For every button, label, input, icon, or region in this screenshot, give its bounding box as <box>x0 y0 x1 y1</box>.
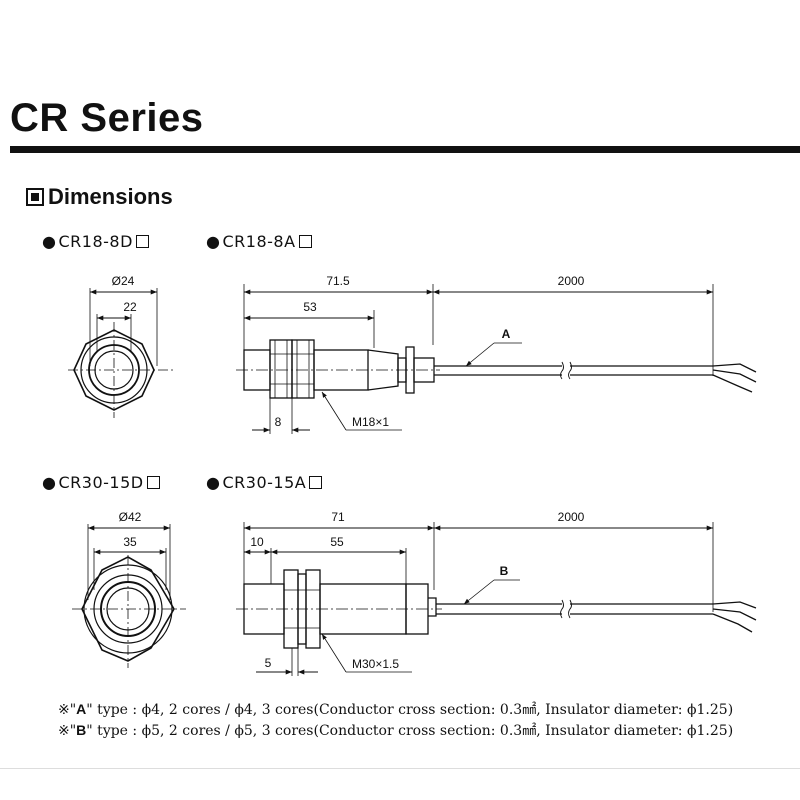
cable-type-label: B <box>76 722 87 738</box>
cr18-front-outer-dim: Ø24 <box>112 274 135 288</box>
blank-box-icon <box>146 476 160 489</box>
cr30-cable-label: B <box>500 564 509 578</box>
cable-type-label: A <box>76 701 87 717</box>
model-label-cr30-15a: ●CR30-15A <box>206 473 323 492</box>
model-name: CR18-8D <box>58 232 133 251</box>
filled-square-icon <box>26 188 44 206</box>
cr30-side-view <box>236 522 757 676</box>
title-rule <box>10 146 800 153</box>
cable-note-b: ※"B" type : ϕ5, 2 cores / ϕ5, 3 cores(Co… <box>58 722 734 739</box>
section-title: Dimensions <box>48 184 173 209</box>
bottom-rule <box>0 768 800 769</box>
cr30-front-inner-dim: 35 <box>123 535 137 549</box>
cr18-side-view <box>236 284 757 434</box>
cr18-cable-length-dim: 2000 <box>558 274 585 288</box>
blank-box-icon <box>309 476 323 489</box>
cr18-total-length-dim: 71.5 <box>326 274 350 288</box>
cable-note-a: ※"A" type : ϕ4, 2 cores / ϕ4, 3 cores(Co… <box>58 701 734 718</box>
cable-note-text: " type : ϕ5, 2 cores / ϕ5, 3 cores(Condu… <box>86 723 734 739</box>
cr18-body-length-dim: 53 <box>303 300 317 314</box>
cr18-nut-width-dim: 8 <box>275 415 282 429</box>
cr18-front-view <box>68 288 176 418</box>
cr30-thread-label: M30×1.5 <box>352 657 399 671</box>
cr30-body-length-dim: 55 <box>330 535 344 549</box>
cr18-thread-label: M18×1 <box>352 415 389 429</box>
top-bar <box>0 0 800 40</box>
blank-box-icon <box>298 235 312 248</box>
cr30-cable-length-dim: 2000 <box>558 510 585 524</box>
blank-box-icon <box>135 235 149 248</box>
cr30-total-length-dim: 71 <box>331 510 345 524</box>
cr30-front-outer-dim: Ø42 <box>119 510 142 524</box>
cr18-front-inner-dim: 22 <box>123 300 137 314</box>
model-name: CR30-15D <box>58 473 144 492</box>
model-name: CR30-15A <box>222 473 307 492</box>
model-label-cr18-8a: ●CR18-8A <box>206 232 312 251</box>
cr30-front-view <box>72 524 186 668</box>
model-name: CR18-8A <box>222 232 296 251</box>
cable-note-text: " type : ϕ4, 2 cores / ϕ4, 3 cores(Condu… <box>86 702 734 718</box>
model-label-cr30-15d: ●CR30-15D <box>42 473 160 492</box>
section-heading: Dimensions <box>26 184 173 210</box>
page-title: CR Series <box>10 96 204 140</box>
model-label-cr18-8d: ●CR18-8D <box>42 232 149 251</box>
cr30-front-offset-dim: 10 <box>250 535 264 549</box>
cr30-nut-width-dim: 5 <box>265 656 272 670</box>
cr18-cable-label: A <box>502 327 511 341</box>
